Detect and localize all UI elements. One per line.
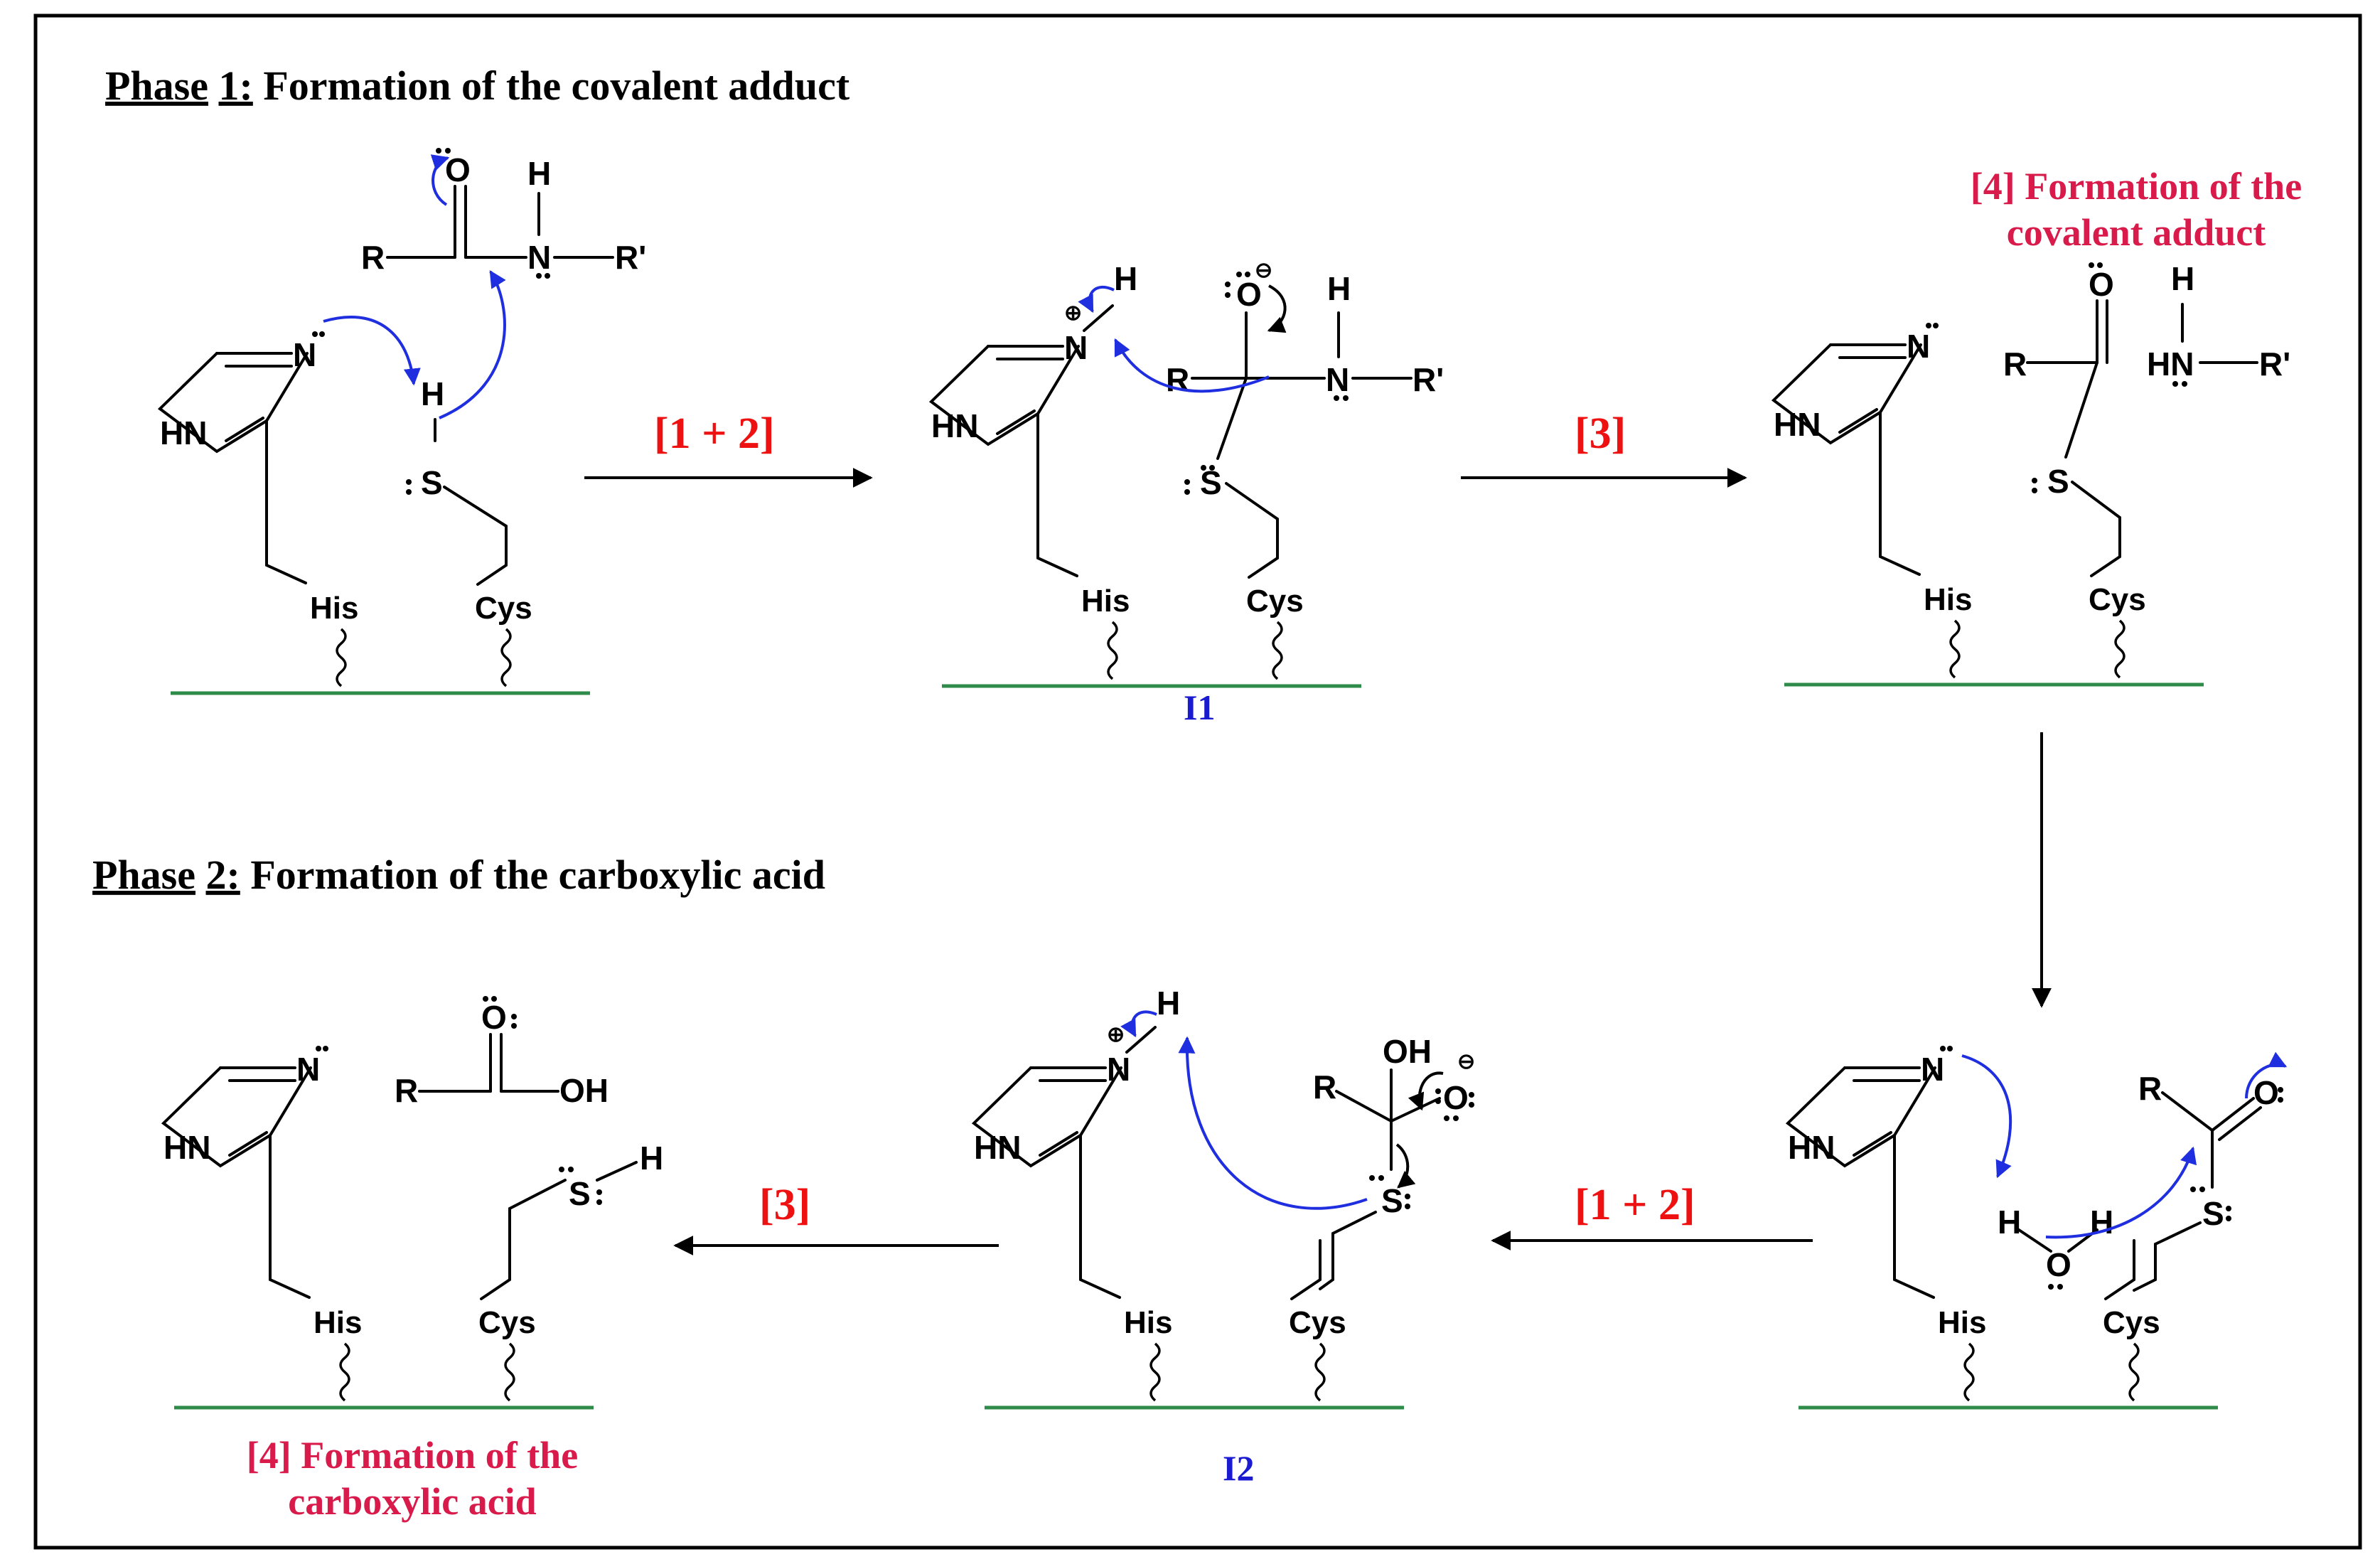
svg-text:⊕: ⊕ bbox=[1064, 301, 1082, 325]
caption-covalent-adduct-2: covalent adduct bbox=[2007, 211, 2266, 254]
svg-text:HN: HN bbox=[160, 414, 207, 451]
svg-text:⊖: ⊖ bbox=[1255, 259, 1272, 282]
svg-text:N: N bbox=[1107, 1051, 1130, 1088]
svg-text:His: His bbox=[1938, 1305, 1986, 1340]
svg-text:N: N bbox=[1907, 328, 1930, 365]
svg-text:R': R' bbox=[1413, 361, 1444, 398]
svg-text:H: H bbox=[421, 375, 444, 412]
svg-text:HN: HN bbox=[164, 1129, 210, 1166]
panel-water-attack: N HN His Cys H O H R O S bbox=[1788, 1046, 2288, 1408]
svg-text:HN: HN bbox=[974, 1129, 1021, 1166]
svg-text:O: O bbox=[2089, 266, 2114, 303]
svg-text:Cys: Cys bbox=[2103, 1305, 2160, 1340]
svg-text:Cys: Cys bbox=[1246, 584, 1304, 618]
svg-text:O: O bbox=[1236, 276, 1262, 313]
svg-text:Cys: Cys bbox=[475, 591, 532, 626]
svg-text:HN: HN bbox=[1774, 406, 1821, 443]
svg-text:N: N bbox=[293, 336, 316, 373]
svg-text:His: His bbox=[310, 591, 358, 626]
svg-text:O: O bbox=[481, 999, 507, 1036]
svg-text:R: R bbox=[2138, 1070, 2162, 1107]
panel-intermediate-2: N HN His Cys ⊕ H R OH O ⊖ S bbox=[974, 985, 1475, 1408]
intermediate-i1-label: I1 bbox=[1184, 687, 1215, 727]
caption-carboxylic-acid-1: [4] Formation of the bbox=[247, 1434, 578, 1477]
svg-text:S: S bbox=[569, 1175, 591, 1212]
phase2-title: Phase 2: Formation of the carboxylic aci… bbox=[92, 852, 825, 898]
svg-text:Cys: Cys bbox=[2089, 582, 2146, 617]
svg-text:HN: HN bbox=[2147, 346, 2194, 382]
svg-text:H: H bbox=[1327, 270, 1351, 307]
svg-text:O: O bbox=[1443, 1079, 1469, 1116]
svg-text:H: H bbox=[1114, 260, 1137, 297]
svg-text:H: H bbox=[1157, 985, 1180, 1022]
svg-text:Cys: Cys bbox=[478, 1305, 536, 1340]
svg-text:O: O bbox=[2253, 1074, 2279, 1111]
panel-covalent-adduct: N HN His Cys R O S HN H R' bbox=[1774, 260, 2290, 685]
svg-text:HN: HN bbox=[931, 407, 978, 444]
svg-text:N: N bbox=[296, 1051, 320, 1088]
panel-reactants: N HN His Cys H S R O N H R' bbox=[160, 148, 646, 693]
svg-text:R: R bbox=[361, 239, 385, 276]
svg-text:HN: HN bbox=[1788, 1129, 1835, 1166]
svg-text:O: O bbox=[445, 151, 471, 188]
svg-text:OH: OH bbox=[559, 1072, 609, 1109]
svg-text:His: His bbox=[1081, 584, 1130, 618]
svg-text:H: H bbox=[527, 155, 551, 192]
phase1-title: Phase 1: Formation of the covalent adduc… bbox=[105, 63, 850, 109]
svg-text:H: H bbox=[640, 1140, 663, 1177]
svg-text:H: H bbox=[2090, 1204, 2113, 1241]
svg-text:S: S bbox=[421, 464, 443, 501]
svg-text:R': R' bbox=[2259, 346, 2290, 382]
caption-carboxylic-acid-2: carboxylic acid bbox=[288, 1480, 536, 1523]
svg-text:His: His bbox=[1124, 1305, 1172, 1340]
caption-covalent-adduct-1: [4] Formation of the bbox=[1971, 165, 2302, 208]
svg-text:N: N bbox=[527, 239, 551, 276]
panel-intermediate-1: N HN His Cys ⊕ H R O ⊖ N H R' S bbox=[931, 259, 1444, 686]
step-1-2-top: [1 + 2] bbox=[654, 409, 775, 458]
svg-text:R: R bbox=[1313, 1068, 1336, 1105]
svg-text:R: R bbox=[395, 1072, 418, 1109]
svg-text:H: H bbox=[2171, 260, 2194, 297]
svg-text:S: S bbox=[1381, 1182, 1403, 1219]
svg-text:⊖: ⊖ bbox=[1457, 1050, 1475, 1073]
svg-text:His: His bbox=[1924, 582, 1972, 617]
step-1-2-bottom: [1 + 2] bbox=[1575, 1181, 1695, 1229]
step-3-bottom: [3] bbox=[759, 1181, 810, 1229]
svg-text:N: N bbox=[1326, 361, 1349, 398]
svg-text:⊕: ⊕ bbox=[1107, 1023, 1125, 1046]
step-3-top: [3] bbox=[1575, 409, 1626, 458]
intermediate-i2-label: I2 bbox=[1223, 1448, 1254, 1488]
svg-text:R: R bbox=[2003, 346, 2027, 382]
svg-text:O: O bbox=[2046, 1246, 2071, 1283]
svg-text:OH: OH bbox=[1383, 1033, 1432, 1070]
svg-text:H: H bbox=[1998, 1204, 2021, 1241]
outer-frame bbox=[33, 14, 2362, 1550]
svg-text:His: His bbox=[313, 1305, 362, 1340]
svg-text:R': R' bbox=[615, 239, 646, 276]
panel-products: N HN His Cys R O OH S H bbox=[164, 996, 663, 1408]
svg-text:R: R bbox=[1166, 361, 1189, 398]
svg-text:S: S bbox=[2202, 1195, 2224, 1232]
svg-text:N: N bbox=[1064, 329, 1088, 366]
svg-text:S: S bbox=[2047, 463, 2069, 500]
svg-text:N: N bbox=[1921, 1051, 1944, 1088]
svg-text:Cys: Cys bbox=[1289, 1305, 1346, 1340]
